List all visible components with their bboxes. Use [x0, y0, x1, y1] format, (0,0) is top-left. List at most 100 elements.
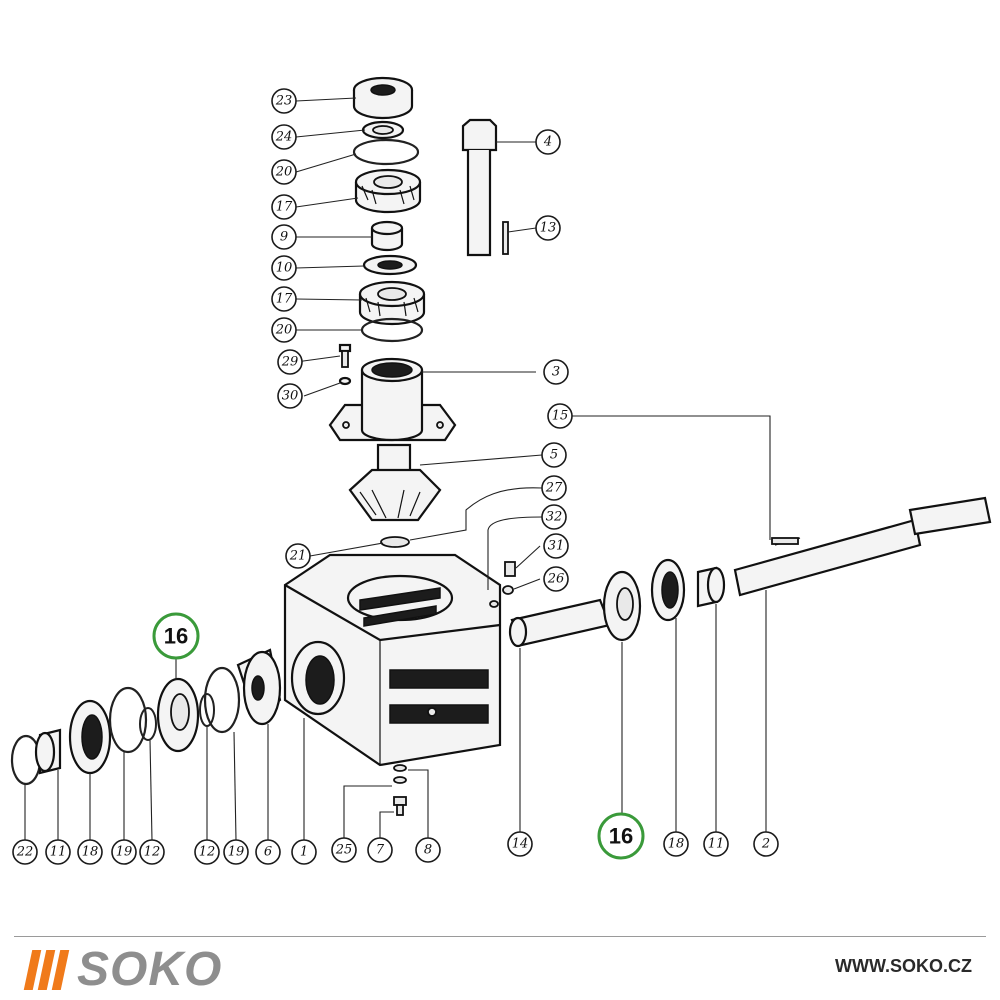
callout-c12b: 12: [194, 839, 220, 865]
part-circlip-20-upper: [352, 138, 420, 166]
callout-c4: 4: [535, 129, 561, 155]
part-bearing-17-lower: [358, 280, 426, 326]
callout-c11a: 11: [45, 839, 71, 865]
svg-text:10: 10: [276, 261, 293, 276]
callout-c26: 26: [543, 566, 569, 592]
svg-text:22: 22: [16, 845, 34, 860]
part-washer-30: [338, 376, 352, 386]
svg-text:27: 27: [545, 481, 563, 496]
callout-c23: 23: [271, 88, 297, 114]
part-small-parts-25-7-8: [393, 764, 407, 816]
part-bevel-gear-5: [348, 443, 442, 522]
svg-text:16: 16: [609, 824, 633, 849]
callout-c22: 22: [12, 839, 38, 865]
svg-text:6: 6: [264, 845, 272, 860]
svg-text:17: 17: [276, 292, 293, 307]
callout-c20a: 20: [271, 159, 297, 185]
svg-text:7: 7: [376, 843, 385, 858]
part-small-parts-31-26-32: [489, 561, 516, 608]
part-shim-12-left: [139, 707, 157, 741]
logo-bars-icon: [23, 950, 70, 990]
part-washer-10: [362, 254, 418, 276]
part-bolt-29: [338, 343, 352, 368]
svg-text:12: 12: [144, 845, 161, 860]
callout-c5: 5: [541, 442, 567, 468]
svg-text:8: 8: [424, 843, 432, 858]
callout-c17b: 17: [271, 286, 297, 312]
callout-c27: 27: [541, 475, 567, 501]
svg-text:20: 20: [275, 165, 293, 180]
callout-c3: 3: [543, 359, 569, 385]
callout-c15: 15: [547, 403, 573, 429]
svg-text:20: 20: [275, 323, 293, 338]
leader-lines: [24, 97, 771, 841]
svg-text:26: 26: [547, 572, 565, 587]
footer-divider: [14, 936, 986, 937]
callout-c7: 7: [367, 837, 393, 863]
logo-text: SOKO: [77, 943, 223, 996]
svg-text:12: 12: [199, 845, 216, 860]
svg-text:2: 2: [761, 837, 770, 852]
part-spacer-9: [370, 220, 404, 252]
callout-c14: 14: [507, 831, 533, 857]
website-link[interactable]: WWW.SOKO.CZ: [835, 956, 972, 976]
svg-text:19: 19: [228, 845, 245, 860]
part-cap-23: [352, 76, 414, 120]
callout-c21: 21: [285, 543, 311, 569]
svg-text:32: 32: [546, 510, 563, 525]
svg-text:4: 4: [543, 135, 552, 150]
svg-text:13: 13: [540, 221, 557, 236]
part-bevel-gear-6: [236, 648, 282, 726]
callout-c13: 13: [535, 215, 561, 241]
callout-c1: 1: [291, 839, 317, 865]
part-sleeve-14: [508, 598, 612, 648]
callout-c10: 10: [271, 255, 297, 281]
callout-c19b: 19: [223, 839, 249, 865]
svg-text:18: 18: [668, 837, 685, 852]
svg-text:30: 30: [282, 389, 299, 404]
part-shim-21: [380, 536, 410, 548]
part-bush-11-right: [696, 566, 726, 608]
svg-text:11: 11: [708, 837, 725, 852]
callout-c12a: 12: [139, 839, 165, 865]
callout-c18a: 18: [77, 839, 103, 865]
svg-text:3: 3: [552, 365, 560, 380]
svg-text:25: 25: [335, 843, 353, 858]
callout-c8: 8: [415, 837, 441, 863]
callout-c19a: 19: [111, 839, 137, 865]
svg-text:21: 21: [289, 549, 307, 564]
part-circlip-19-left: [108, 686, 148, 754]
part-bush-11-left: [34, 728, 62, 775]
brand-logo: SOKO: [23, 943, 223, 996]
part-gearbox-housing-1: [283, 553, 502, 767]
callout-c31: 31: [543, 533, 569, 559]
svg-text:29: 29: [281, 355, 299, 370]
part-bearing-16-right: [602, 570, 642, 642]
part-circlip-19-right: [203, 666, 241, 734]
svg-text:16: 16: [164, 624, 188, 649]
highlight-callout-h16b: 16: [597, 812, 645, 860]
callout-c24: 24: [271, 124, 297, 150]
part-key-15: [771, 537, 799, 545]
part-bearing-16-left: [156, 677, 200, 753]
svg-text:9: 9: [280, 230, 288, 245]
callout-c2: 2: [753, 831, 779, 857]
highlight-callout-h16a: 16: [152, 612, 200, 660]
part-pin-4: [461, 118, 498, 257]
part-bearing-24: [361, 120, 405, 140]
callout-c29: 29: [277, 349, 303, 375]
svg-text:24: 24: [275, 130, 293, 145]
part-main-shaft-2: [733, 496, 992, 597]
callout-c11b: 11: [703, 831, 729, 857]
part-pin-13: [502, 221, 509, 255]
part-seal-18-right: [650, 558, 686, 622]
svg-text:23: 23: [275, 94, 293, 109]
svg-text:1: 1: [300, 845, 308, 860]
part-shim-12-right: [199, 693, 215, 727]
callout-c25: 25: [331, 837, 357, 863]
svg-text:18: 18: [82, 845, 99, 860]
part-seal-18-left: [68, 699, 112, 775]
